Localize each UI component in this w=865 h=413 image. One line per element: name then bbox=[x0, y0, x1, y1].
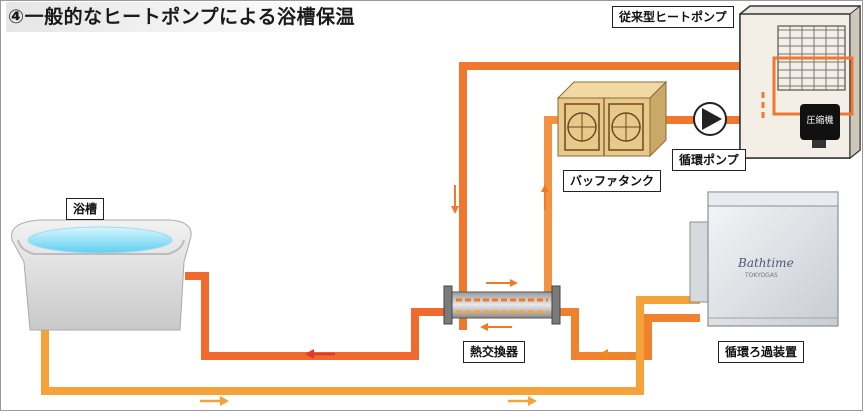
exchanger-out-pipe bbox=[556, 308, 700, 360]
buffer-tank-label: バッファタンク bbox=[563, 170, 662, 192]
filtration-brand-text: Bathtime bbox=[738, 256, 794, 270]
flow-arrows bbox=[200, 184, 628, 406]
heat-pump-unit bbox=[739, 4, 861, 160]
bath-supply-pipe bbox=[41, 296, 700, 395]
circulation-pump-label: 循環ポンプ bbox=[672, 149, 746, 171]
filtration-unit bbox=[689, 191, 839, 327]
circulation-pump-icon bbox=[693, 102, 727, 136]
heat-exchanger bbox=[443, 285, 561, 325]
bath-hot-return-pipe bbox=[185, 272, 455, 360]
filtration-brand-small-text: TOKYOGAS bbox=[745, 272, 778, 279]
bathtub-label: 浴槽 bbox=[66, 198, 105, 220]
filtration-unit-label: 循環ろ過装置 bbox=[718, 341, 805, 363]
bathtub-icon bbox=[11, 219, 192, 331]
buffer-tank bbox=[556, 80, 668, 158]
hot-supply-pipe bbox=[459, 62, 760, 330]
heat-exchanger-label: 熱交換器 bbox=[463, 341, 526, 363]
conventional-heat-pump-label: 従来型ヒートポンプ bbox=[612, 6, 734, 28]
compressor-label: 圧縮機 bbox=[806, 116, 834, 126]
page-title: ④一般的なヒートポンプによる浴槽保温 bbox=[6, 2, 361, 32]
